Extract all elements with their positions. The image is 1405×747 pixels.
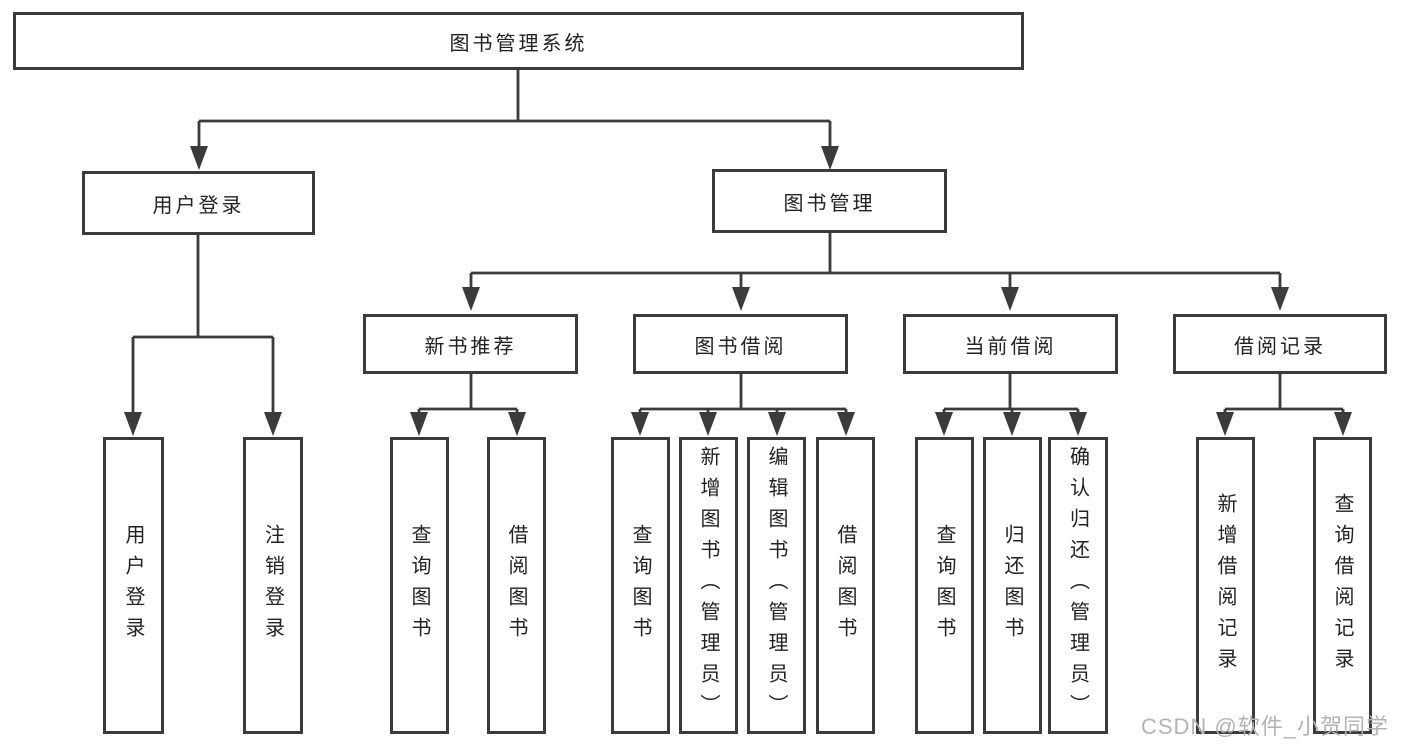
leaf-logout: 注销登录: [243, 437, 303, 734]
node-label: 编辑图书（管理员）: [765, 446, 787, 725]
node-library-management-system: 图书管理系统: [13, 12, 1024, 70]
connector-new-book-branch: [417, 374, 519, 414]
node-label: 归还图书: [1001, 523, 1023, 648]
leaf-query-borrow-record: 查询借阅记录: [1313, 437, 1372, 734]
node-label: 借阅记录: [1234, 335, 1326, 358]
leaf-return-books: 归还图书: [983, 437, 1042, 734]
node-label: 新书推荐: [424, 335, 517, 358]
leaf-edit-book-admin: 编辑图书（管理员）: [747, 437, 806, 734]
node-book-management: 图书管理: [712, 169, 947, 233]
node-label: 图书借阅: [694, 335, 787, 358]
leaf-user-login: 用户登录: [103, 437, 164, 734]
node-label: 图书管理系统: [449, 32, 588, 55]
node-book-borrowing: 图书借阅: [633, 314, 848, 374]
leaf-query-books-borrowing: 查询图书: [611, 437, 670, 734]
leaf-add-borrow-record: 新增借阅记录: [1196, 437, 1255, 734]
leaf-query-books-recommend: 查询图书: [390, 437, 449, 734]
node-user-login: 用户登录: [82, 171, 315, 235]
node-label: 查询借阅记录: [1331, 492, 1353, 679]
csdn-watermark: CSDN @软件_小贺同学: [1140, 714, 1389, 739]
node-current-borrowing: 当前借阅: [903, 314, 1118, 374]
leaf-add-book-admin: 新增图书（管理员）: [679, 437, 738, 734]
node-label: 确认归还（管理员）: [1066, 446, 1089, 725]
node-label: 借阅图书: [505, 523, 527, 648]
node-label: 借阅图书: [834, 523, 856, 648]
leaf-borrow-books-recommend: 借阅图书: [487, 437, 546, 734]
node-label: 新增借阅记录: [1214, 492, 1236, 679]
node-label: 查询图书: [408, 523, 430, 648]
node-borrowing-records: 借阅记录: [1173, 314, 1387, 374]
node-label: 注销登录: [261, 523, 284, 648]
connector-book-borrowing-branch: [638, 374, 848, 414]
node-label: 用户登录: [152, 194, 245, 217]
leaf-confirm-return-admin: 确认归还（管理员）: [1048, 437, 1108, 734]
node-label: 新增图书（管理员）: [697, 446, 719, 725]
connector-user-login-branch: [131, 235, 275, 416]
leaf-query-books-current: 查询图书: [915, 437, 974, 734]
node-label: 查询图书: [933, 523, 955, 648]
leaf-borrow-books-borrowing: 借阅图书: [816, 437, 875, 734]
node-new-book-recommendation: 新书推荐: [363, 314, 578, 374]
node-label: 用户登录: [122, 523, 144, 648]
connector-current-borrowing-branch: [942, 374, 1080, 414]
arrowheads: [124, 146, 1352, 436]
connector-book-management-branch: [469, 233, 1282, 291]
node-label: 图书管理: [783, 192, 876, 215]
connector-root-to-level2: [197, 70, 832, 150]
node-label: 查询图书: [629, 523, 651, 648]
node-label: 当前借阅: [964, 335, 1057, 358]
connector-borrowing-records-branch: [1223, 374, 1345, 414]
